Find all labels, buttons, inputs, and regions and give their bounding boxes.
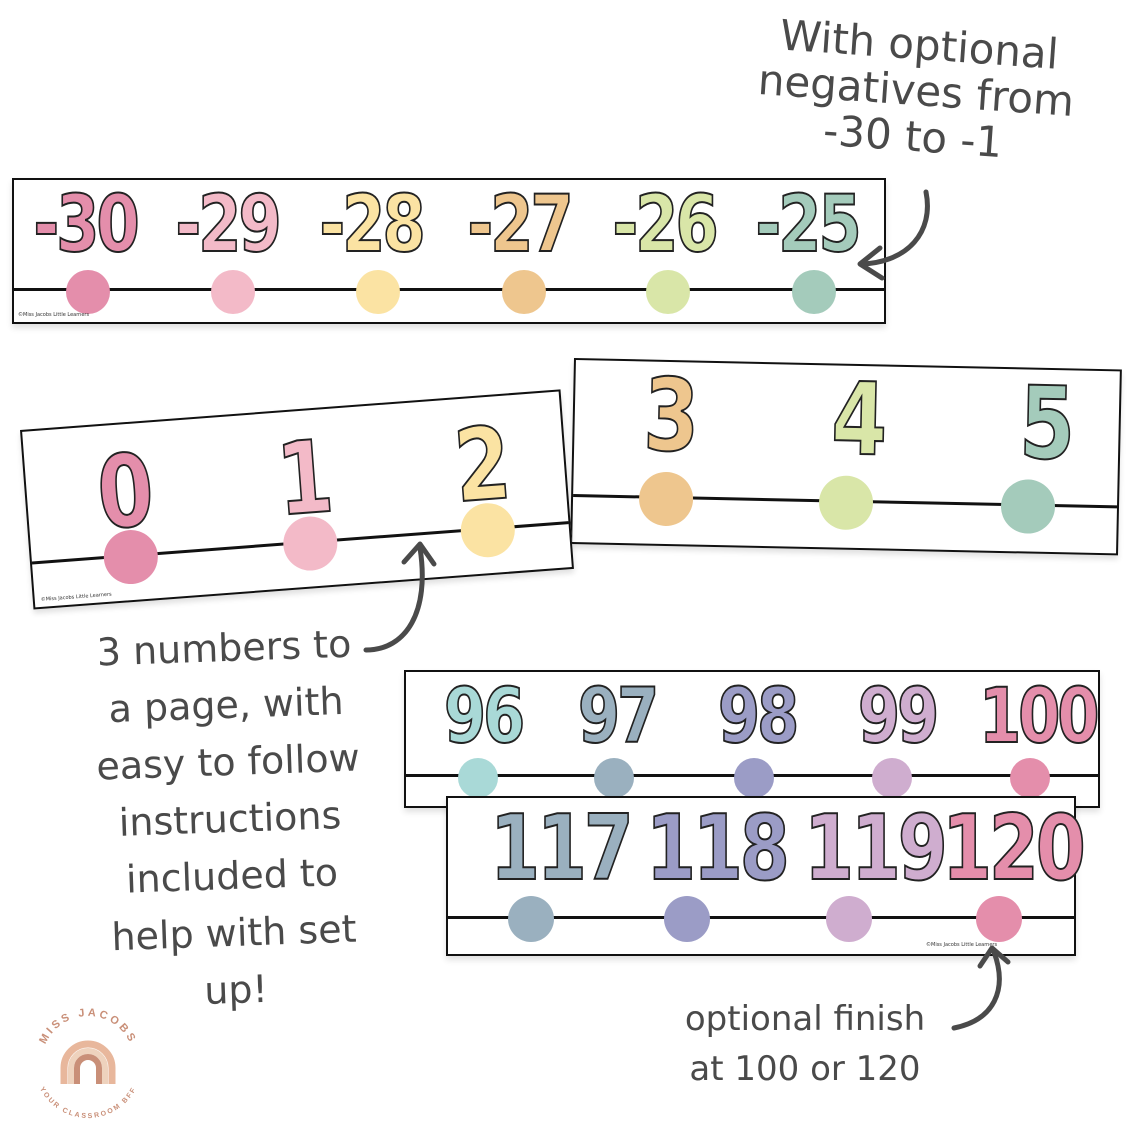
dot-steel	[508, 896, 554, 942]
callout-line: at 100 or 120	[689, 1049, 921, 1089]
svg-text:MISS JACOBS: MISS JACOBS	[37, 1007, 139, 1046]
number-neg-27: -27	[467, 180, 575, 270]
dot-sage	[792, 270, 836, 314]
logo-bottom-text: YOUR CLASSROOM BFF	[38, 1086, 136, 1120]
dot-pink-dark	[1010, 758, 1050, 798]
number-neg-29: -29	[175, 180, 283, 270]
number-98: 98	[717, 671, 800, 760]
svg-text:YOUR CLASSROOM BFF: YOUR CLASSROOM BFF	[38, 1086, 138, 1120]
dot-mauve	[826, 896, 872, 942]
number-100: 100	[978, 671, 1100, 760]
dot-lavender	[664, 896, 710, 942]
number-neg-28: -28	[319, 180, 427, 270]
dot-mauve	[872, 758, 912, 798]
dot-pink-dark	[976, 896, 1022, 942]
copyright-credit: ©Miss Jacobs Little Learners	[926, 942, 998, 948]
brand-logo: MISS JACOBS YOUR CLASSROOM BFF	[20, 992, 156, 1128]
dot-aqua	[458, 758, 498, 798]
rainbow-icon: MISS JACOBS YOUR CLASSROOM BFF	[37, 1007, 139, 1120]
dot-lavender	[734, 758, 774, 798]
number-neg-25: -25	[755, 180, 863, 270]
number-neg-30: -30	[33, 180, 141, 270]
copyright-credit: ©Miss Jacobs Little Learners	[18, 312, 90, 318]
dot-yellow	[356, 270, 400, 314]
callout-line: optional finish	[684, 999, 926, 1039]
logo-top-text: MISS JACOBS	[37, 1007, 136, 1046]
dot-pink-dark	[66, 270, 110, 314]
negatives-number-line-strip: -30 -29 -28 -27 -26 -25 ©Miss Jacobs Lit…	[12, 178, 886, 324]
number-line	[14, 288, 884, 291]
dot-pink	[211, 270, 255, 314]
hundred-seventeen-to-twenty-strip: 117 118 119 120 ©Miss Jacobs Little Lear…	[446, 796, 1087, 956]
dot-steel	[594, 758, 634, 798]
number-99: 99	[857, 671, 940, 760]
dot-orange	[502, 270, 546, 314]
number-neg-26: -26	[612, 180, 720, 270]
number-line	[448, 916, 1074, 919]
number-96: 96	[443, 671, 526, 760]
finish-callout: optional finish at 100 or 120	[660, 994, 950, 1094]
dot-green	[646, 270, 690, 314]
number-97: 97	[577, 671, 660, 760]
